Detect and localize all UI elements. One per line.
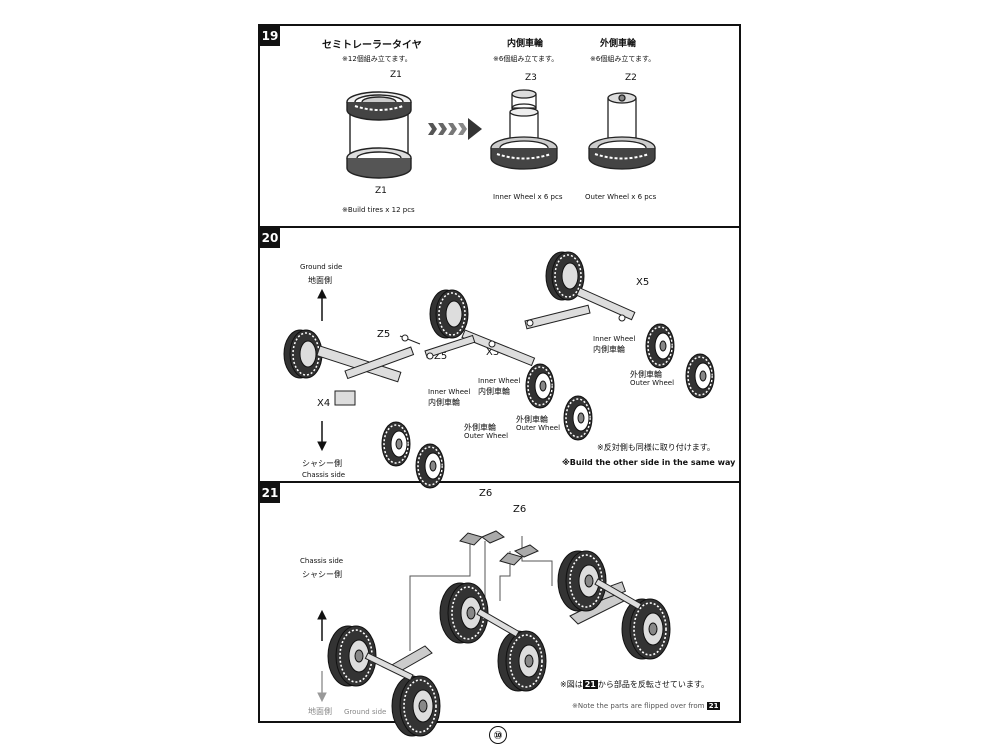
step-19-note: ※12個組み立てます。 [342,55,412,63]
inner-wheel-title: 内側車輪 [507,39,544,49]
step-19-caption: ※Build tires x 12 pcs [342,206,415,214]
inner-wheel-label-en-b: Inner Wheel [478,377,521,385]
part-label-x3: X3 [486,347,500,358]
axle-wheel-mid-outer [497,630,547,692]
part-label-z3: Z3 [525,73,537,83]
part-label-z5-a: Z5 [377,329,391,340]
inner-wheel-caption: Inner Wheel x 6 pcs [493,193,563,201]
instruction-frame: 19 セミトレーラータイヤ ※12個組み立てます。 Z1 Z1 ※Build t… [258,24,741,737]
chassis-side-label-en-21: Chassis side [300,557,344,565]
axle-assembly-right [524,251,636,330]
step-20-note-jp: ※反対側も同様に取り付けます。 [597,443,715,452]
axle-wheel-front-outer [391,675,441,737]
ground-side-label-jp-21: 地面側 [308,707,332,716]
inner-wheel-label-jp-c: 内側車輪 [593,345,625,354]
inner-wheel-drawing [490,89,558,170]
inner-wheel-note: ※6個組み立てます。 [493,55,559,63]
outer-wheel-b-drawing [563,395,593,441]
chassis-side-label-en: Chassis side [302,471,346,479]
outer-wheel-label-en-b: Outer Wheel [516,424,561,432]
note-jp-post: から部品を反転させています。 [597,680,710,689]
step-ref-badge: 21 [582,680,598,689]
part-label-z6-a: Z6 [479,488,493,499]
down-arrow-icon-21 [317,671,327,703]
part-label-z6-b: Z6 [513,504,527,515]
direction-arrow [428,118,482,140]
part-label-x5: X5 [636,277,650,288]
ground-side-label-jp: 地面側 [308,276,332,285]
inner-wheel-label-en-c: Inner Wheel [593,335,636,343]
axle-wheel-rear-outer [621,598,671,660]
step-ref-badge-en: 21 [706,702,721,710]
chassis-side-label-jp: シャシー側 [302,459,342,468]
bracket-z6-b [499,544,539,566]
outer-wheel-drawing [588,92,656,170]
up-arrow-icon-21 [317,609,327,641]
outer-wheel-label-jp-c: 外側車輪 [630,370,662,379]
part-label-z1-bottom: Z1 [375,186,387,196]
step-19-drawing [346,89,656,179]
step-21-badge: 21 [260,483,280,503]
ground-side-label-en: Ground side [300,263,343,271]
step-20-note-en: ※Build the other side in the same way [562,458,736,467]
outer-wheel-title: 外側車輪 [600,39,637,49]
page-number: ⑩ [489,726,507,744]
chassis-side-label-jp-21: シャシー側 [302,570,342,579]
axle-assembly-middle [424,289,536,367]
part-label-x4: X4 [317,398,331,409]
part-label-z2: Z2 [625,73,637,83]
outer-wheel-c-drawing [685,353,715,399]
step-20-drawing [283,251,715,489]
section-divider [260,226,739,228]
section-divider [260,481,739,483]
outer-wheel-label-jp-a: 外側車輪 [464,423,496,432]
outer-wheel-label-jp-b: 外側車輪 [516,415,548,424]
note-jp-pre: ※図は [560,680,583,689]
inner-wheel-b-drawing [525,363,555,409]
outer-wheel-caption: Outer Wheel x 6 pcs [585,193,657,201]
outer-wheel-label-en-c: Outer Wheel [630,379,675,387]
step-20-badge: 20 [260,228,280,248]
outer-wheel-label-en-a: Outer Wheel [464,432,509,440]
outer-wheel-note: ※6個組み立てます。 [590,55,656,63]
down-arrow-icon [317,421,327,452]
step-21-note-en: ※Note the parts are flipped over from 21 [572,702,721,710]
part-label-z1-top: Z1 [390,70,402,80]
inner-wheel-label-jp-a: 内側車輪 [428,398,460,407]
up-arrow-icon [317,288,327,321]
inner-wheel-a-drawing [381,421,411,467]
step-21-drawing [317,530,671,737]
step-19-title: セミトレーラータイヤ [322,40,422,51]
tire-assembly-drawing [346,91,412,179]
part-label-z5-b: Z5 [434,351,448,362]
inner-wheel-label-jp-b: 内側車輪 [478,387,510,396]
note-en-text: ※Note the parts are flipped over from [572,702,705,710]
ground-side-label-en-21: Ground side [344,708,387,716]
step-19-badge: 19 [260,26,280,46]
axle-assembly-left [283,329,421,406]
inner-wheel-c-drawing [645,323,675,369]
axle-shafts [364,578,642,681]
bracket-z6-a [459,530,505,546]
inner-wheel-label-en-a: Inner Wheel [428,388,471,396]
